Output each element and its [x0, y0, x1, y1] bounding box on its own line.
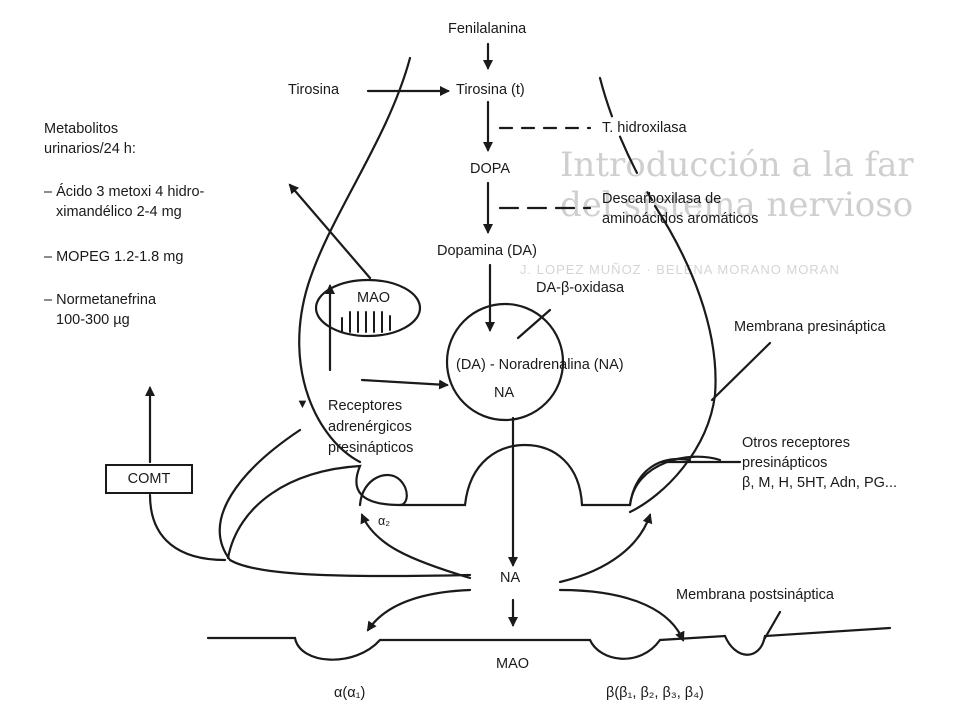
metabolite-normetanephrine-line-2: 100-300 µg	[56, 312, 130, 328]
vesicle-na-label: NA	[494, 385, 515, 401]
arrow-to-beta	[558, 588, 685, 642]
cleft-na-label: NA	[500, 570, 521, 586]
comt-pathway-curve	[148, 493, 227, 562]
presynaptic-membrane-leader	[710, 341, 772, 402]
tyrosine-hydroxylase-label: T. hidroxilasa	[602, 120, 687, 136]
other-receptors-bulge	[628, 455, 722, 507]
synaptic-vesicle	[445, 302, 565, 422]
beta-receptor-label: β(β₁, β₂, β₃, β₄)	[606, 685, 704, 701]
background-subtitle: J. LOPEZ MUÑOZ · BELENA MORANO MORAN	[520, 262, 840, 277]
alpha2-receptor-bulge	[358, 474, 408, 507]
cleft-mao-label: MAO	[496, 656, 530, 672]
presynaptic-receptors-line-1: Receptores	[328, 398, 403, 414]
metabolite-normetanephrine-line-1: – Normetanefrina	[44, 292, 157, 308]
dbh-connector	[516, 308, 552, 340]
other-receptors-line-1: Otros receptores	[742, 435, 850, 451]
background-title-line-1: Introducción a la far	[560, 145, 914, 185]
background-title-line-2: del sistema nervioso	[560, 185, 914, 225]
presynaptic-receptors-line-2: adrenérgicos	[328, 419, 412, 435]
terminal-right-wall-lower	[628, 204, 717, 514]
postsynaptic-membrane-label: Membrana postsináptica	[676, 587, 834, 603]
arrow-to-alpha	[366, 588, 472, 632]
metabolite-vma-line-1: – Ácido 3 metoxi 4 hidro-	[44, 184, 205, 200]
plasma-tyrosine-label: Tirosina	[288, 82, 340, 98]
postsynaptic-membrane-leader	[763, 610, 782, 640]
phenylalanine-label: Fenilalanina	[448, 21, 527, 37]
mitochondria-mao	[314, 278, 422, 338]
comt-label: COMT	[127, 471, 171, 487]
metabolite-vma-line-2: ximandélico 2-4 mg	[56, 204, 182, 220]
presynaptic-receptors-line-3: presinápticos	[328, 440, 414, 456]
mao-label: MAO	[357, 290, 391, 306]
terminal-tyrosine-label: Tirosina (t)	[456, 82, 525, 98]
other-receptors-line-2: presinápticos	[742, 455, 828, 471]
terminal-bottom-edge	[226, 443, 692, 560]
terminal-left-wall	[298, 56, 412, 464]
presynaptic-receptor-marker: ▼	[296, 396, 309, 411]
arrow-alpha2-feedback	[360, 513, 472, 580]
metabolites-heading-line-1: Metabolitos	[44, 121, 119, 137]
terminal-right-wall	[598, 76, 654, 202]
alpha-receptor-label: α(α₁)	[334, 685, 366, 701]
arrow-mao-to-metabolites	[288, 183, 372, 280]
presynaptic-membrane-label: Membrana presináptica	[734, 319, 886, 335]
dbh-label: DA-β-oxidasa	[536, 280, 625, 296]
background-title: Introducción a la far del sistema nervio…	[560, 145, 914, 225]
comt-box: COMT	[105, 464, 193, 494]
other-receptors-line-3: β, M, H, 5HT, Adn, PG...	[742, 475, 897, 491]
arrow-other-receptors	[558, 513, 653, 584]
postsynaptic-membrane	[206, 626, 892, 661]
arrow-reuptake-vesicle	[360, 378, 449, 390]
dopa-label: DOPA	[470, 161, 511, 177]
decarboxylase-label-line-1: Descarboxilasa de	[602, 191, 722, 207]
axon-outer-curve	[218, 428, 472, 578]
metabolite-mopeg: – MOPEG 1.2-1.8 mg	[44, 249, 184, 265]
alpha2-label: α₂	[378, 514, 391, 528]
metabolites-heading-line-2: urinarios/24 h:	[44, 141, 136, 157]
vesicle-label: (DA) - Noradrenalina (NA)	[456, 357, 624, 373]
decarboxylase-label-line-2: aminoácidos aromáticos	[602, 211, 759, 227]
dopamine-label: Dopamina (DA)	[437, 243, 537, 259]
